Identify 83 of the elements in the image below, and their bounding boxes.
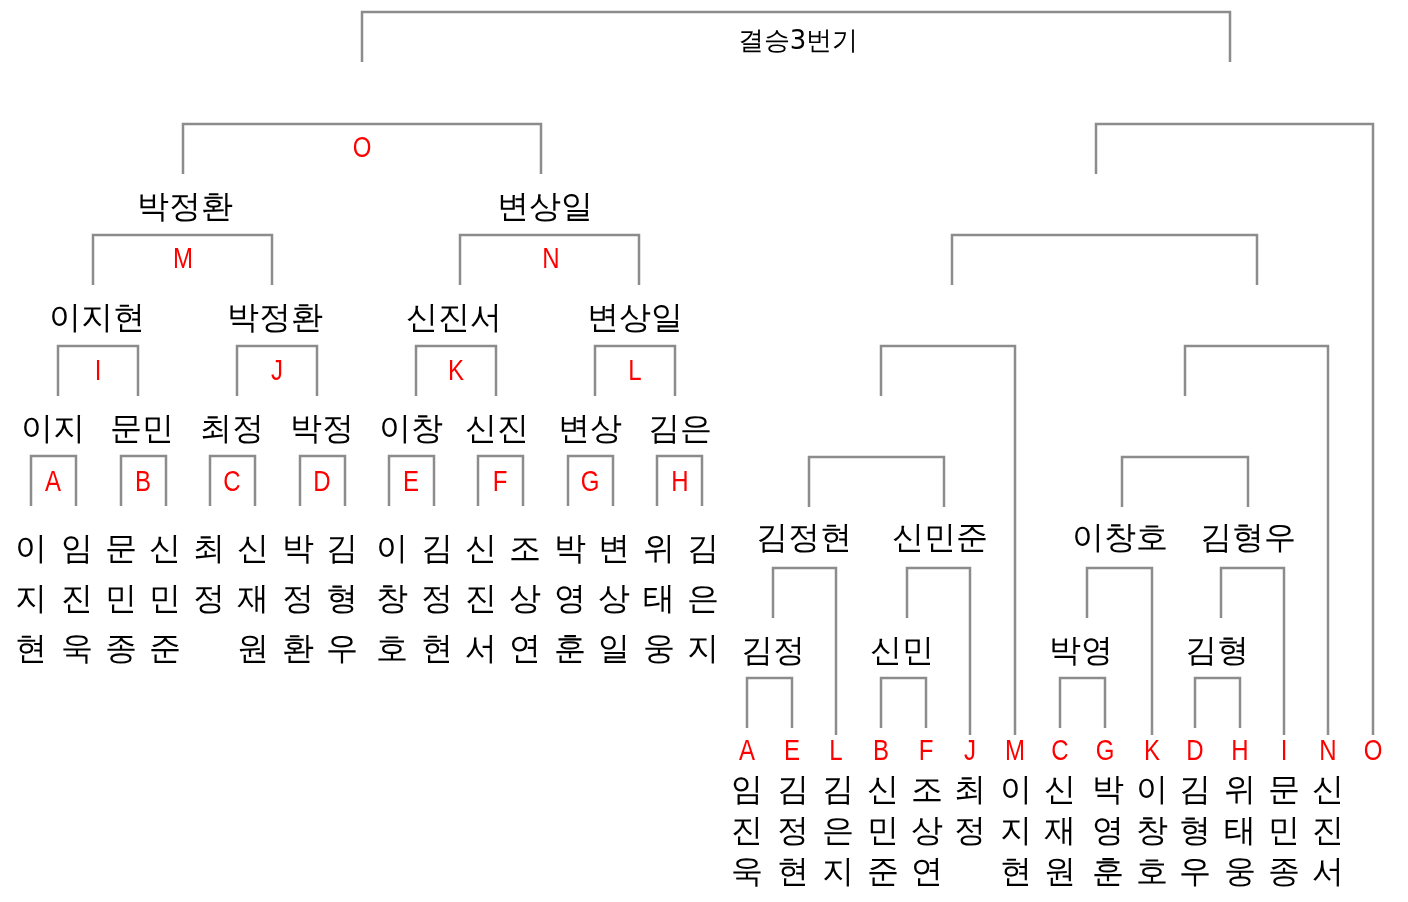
- player-name: 신민준: [148, 528, 182, 669]
- player-name: 이창: [379, 412, 443, 444]
- player-name: 신민: [870, 634, 934, 666]
- player-name: 임진욱: [60, 528, 94, 669]
- match-letter: A: [45, 466, 61, 496]
- player-name: 신민준: [866, 769, 900, 892]
- player-name: 문민종: [1267, 769, 1301, 892]
- match-letter: D: [1186, 735, 1204, 765]
- player-name: 변상일: [597, 528, 631, 669]
- match-letter: D: [313, 466, 331, 496]
- match-letter: M: [1005, 735, 1025, 765]
- player-name: 조상연: [910, 769, 944, 892]
- player-name: 김은지: [821, 769, 855, 892]
- title: 결승3번기: [737, 27, 859, 53]
- match-letter: C: [1051, 735, 1069, 765]
- match-letter: J: [964, 735, 976, 765]
- player-name: 김형우: [1200, 521, 1296, 553]
- player-name: 최정: [200, 412, 264, 444]
- player-name: 변상일: [497, 190, 593, 222]
- player-name: 김형우: [325, 528, 359, 669]
- player-name: 박정환: [227, 301, 323, 333]
- player-name: 변상일: [587, 301, 683, 333]
- player-name: 문민종: [104, 528, 138, 669]
- match-letter: C: [223, 466, 241, 496]
- player-name: 이창호: [375, 528, 409, 669]
- player-name: 이창호: [1072, 521, 1168, 553]
- match-letter: H: [1231, 735, 1249, 765]
- player-name: 이지: [21, 412, 85, 444]
- player-name: 신진서: [1311, 769, 1345, 892]
- match-letter: K: [448, 355, 464, 385]
- match-letter: I: [94, 355, 102, 385]
- player-name: 이창호: [1135, 769, 1169, 892]
- match-letter: N: [1319, 735, 1337, 765]
- match-letter: A: [739, 735, 755, 765]
- match-letter: N: [542, 243, 560, 273]
- player-name: 이지현: [14, 528, 48, 669]
- match-letter: O: [352, 132, 372, 162]
- player-name: 신진: [465, 412, 529, 444]
- player-name: 김은: [648, 412, 712, 444]
- player-name: 박정환: [281, 528, 315, 669]
- match-letter: L: [628, 355, 642, 385]
- player-name: 신진서: [406, 301, 502, 333]
- match-letter: J: [271, 355, 283, 385]
- match-letter: B: [873, 735, 889, 765]
- player-name: 김정현: [776, 769, 810, 892]
- player-name: 김정: [741, 634, 805, 666]
- player-name: 신진서: [464, 528, 498, 669]
- match-letter: B: [135, 466, 151, 496]
- player-name: 이지현: [999, 769, 1033, 892]
- player-name: 임진욱: [730, 769, 764, 892]
- player-name: 김은지: [686, 528, 720, 669]
- player-name: 신재원: [236, 528, 270, 669]
- player-name: 신민준: [892, 521, 988, 553]
- match-letter: H: [671, 466, 689, 496]
- match-letter: O: [1363, 735, 1383, 765]
- player-name: 위태웅: [642, 528, 676, 669]
- match-letter: E: [784, 735, 800, 765]
- player-name: 최정: [953, 769, 987, 851]
- player-name: 박정: [290, 412, 354, 444]
- match-letter: K: [1144, 735, 1160, 765]
- match-letter: L: [829, 735, 843, 765]
- match-letter: G: [1095, 735, 1115, 765]
- player-name: 조상연: [508, 528, 542, 669]
- player-name: 문민: [110, 412, 174, 444]
- match-letter: I: [1280, 735, 1288, 765]
- player-name: 위태웅: [1223, 769, 1257, 892]
- player-name: 박영훈: [553, 528, 587, 669]
- player-name: 박정환: [137, 190, 233, 222]
- match-letter: M: [173, 243, 193, 273]
- player-name: 신재원: [1043, 769, 1077, 892]
- player-name: 김형: [1185, 634, 1249, 666]
- player-name: 이지현: [49, 301, 145, 333]
- player-name: 김정현: [756, 521, 852, 553]
- player-name: 변상: [558, 412, 622, 444]
- player-name: 최정: [192, 528, 226, 619]
- player-name: 김정현: [420, 528, 454, 669]
- player-name: 김형우: [1178, 769, 1212, 892]
- player-name: 박영훈: [1091, 769, 1125, 892]
- match-letter: F: [492, 466, 508, 496]
- match-letter: E: [403, 466, 419, 496]
- player-name: 박영: [1049, 634, 1113, 666]
- match-letter: F: [918, 735, 934, 765]
- match-letter: G: [580, 466, 600, 496]
